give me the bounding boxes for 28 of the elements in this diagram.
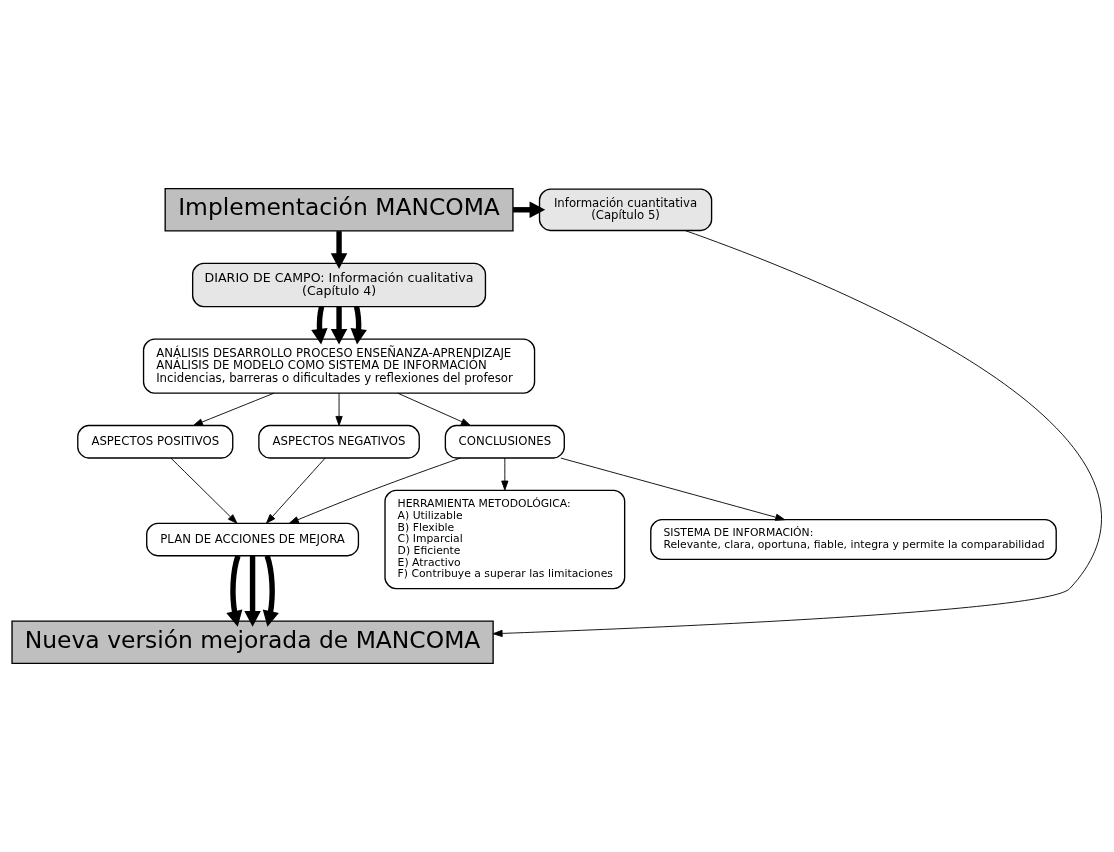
arrow — [288, 457, 461, 524]
arrow — [311, 306, 328, 345]
arrow — [513, 201, 546, 219]
arrow — [492, 230, 1102, 638]
node-box: ASPECTOS NEGATIVOS — [258, 424, 420, 459]
arrow — [335, 392, 343, 426]
node-box: DIARIO DE CAMPO: Información cualitativa (Capítulo 4) — [192, 262, 487, 308]
arrow — [350, 306, 367, 345]
arrow — [170, 457, 238, 524]
node-box: ASPECTOS POSITIVOS — [77, 424, 234, 459]
arrow — [330, 306, 348, 345]
node-box: Implementación MANCOMA — [164, 187, 514, 232]
arrow — [266, 457, 326, 524]
arrow — [560, 457, 786, 521]
arrow — [397, 392, 471, 426]
arrow — [262, 554, 279, 627]
node-box: Nueva versión mejorada de MANCOMA — [11, 620, 494, 665]
node-box: Información cuantitativa (Capítulo 5) — [538, 188, 713, 232]
arrow — [244, 555, 261, 627]
arrow — [501, 457, 509, 491]
arrow — [226, 554, 243, 627]
node-box: HERRAMIENTA METODOLÓGICA: A) Utilizable B) Flexible C) Imparcial D) Eficiente E) Atractivo F) Contribuye a superar las limitaciones — [384, 489, 626, 590]
node-box: PLAN DE ACCIONES DE MEJORA — [146, 522, 360, 557]
arrow — [193, 392, 275, 426]
node-box: ANÁLISIS DESARROLLO PROCESO ENSEÑANZA-APRENDIZAJE ANÁLISIS DE MODELO COMO SISTEMA DE INFORMACIÓN Incidencias, barreras o dificultades y reflexiones del profesor — [142, 338, 536, 394]
node-box: SISTEMA DE INFORMACIÓN: Relevante, clara, oportuna, fiable, integra y permite la comparabilidad — [650, 519, 1057, 560]
node-box: CONCLUSIONES — [444, 424, 565, 459]
arrow — [330, 231, 348, 270]
